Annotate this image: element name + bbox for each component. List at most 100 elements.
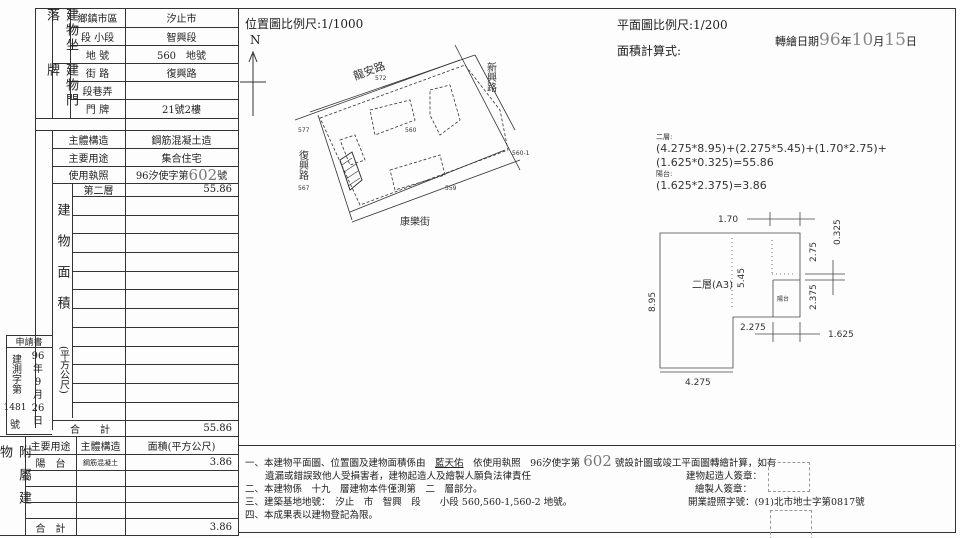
rule bbox=[238, 8, 955, 9]
element: (1.625*0.325)=55.86 bbox=[656, 156, 774, 169]
element: 日 bbox=[905, 35, 917, 48]
element: 96汐使字第 bbox=[135, 171, 189, 182]
element: 陽台: bbox=[656, 170, 673, 178]
element: 三、建築基地地號： 汐止 市 智興 段 小段 560,560-1,560-2 地… bbox=[245, 497, 573, 508]
dim-label: 0.325 bbox=[833, 219, 843, 245]
formula-label: 面積計算式: bbox=[617, 44, 682, 58]
accessory-total-label: 合 計 bbox=[35, 523, 66, 535]
rule bbox=[25, 454, 238, 455]
element bbox=[659, 232, 801, 369]
lot-value: 560 地號 bbox=[156, 50, 207, 62]
element: 602 bbox=[583, 452, 612, 470]
rule bbox=[35, 8, 238, 9]
accessory-structure: 鋼筋混凝土 bbox=[83, 458, 118, 467]
element bbox=[345, 170, 359, 180]
application-doc-suffix: 號 bbox=[10, 419, 20, 431]
north-arrow-icon bbox=[240, 50, 266, 116]
element: 96 bbox=[31, 351, 45, 362]
permit-label: 使用執照 bbox=[68, 171, 109, 182]
accessory-label: 附屬建物 bbox=[0, 445, 31, 514]
application-box bbox=[6, 335, 52, 435]
accessory-area: 3.86 bbox=[209, 457, 232, 468]
lane-value bbox=[125, 81, 238, 99]
element: 日 bbox=[33, 416, 43, 427]
rule bbox=[25, 470, 238, 471]
element: 依使用執照 96汐使字第 bbox=[473, 458, 581, 469]
rule bbox=[52, 148, 238, 149]
floor-plan-drawing: 1.70 0.325 2.75 2.375 8.95 5.45 2.275 1.… bbox=[648, 212, 854, 388]
dim-label: 8.95 bbox=[648, 292, 658, 312]
element: 15 bbox=[884, 30, 906, 50]
dim-label: 2.275 bbox=[740, 323, 766, 333]
township-value: 汐止市 bbox=[166, 14, 197, 25]
lot-label: 560-1 bbox=[512, 150, 530, 157]
area-total-label: 合 計 bbox=[70, 424, 110, 436]
lot-label: 560 bbox=[405, 127, 417, 134]
structure-label: 主體構造 bbox=[68, 135, 109, 147]
element: 96 bbox=[819, 30, 841, 50]
lot-label: 559 bbox=[445, 185, 457, 192]
rule bbox=[52, 166, 238, 167]
element bbox=[351, 159, 521, 223]
element: 9 bbox=[34, 377, 42, 388]
township-label: 鄉鎮市區 bbox=[77, 14, 118, 25]
site-plan-scale: 位置圖比例尺:1/1000 bbox=[245, 17, 364, 31]
table-row-line bbox=[72, 383, 238, 384]
rule bbox=[35, 8, 36, 428]
seal-stamp bbox=[770, 510, 812, 538]
area-formula: 二層: (4.275*8.95)+(2.275*5.45)+(1.70*2.75… bbox=[656, 133, 887, 193]
rule bbox=[6, 347, 52, 348]
element: 轉繪日期 bbox=[775, 35, 819, 48]
usage-label: 主要用途 bbox=[68, 153, 109, 165]
application-doc-label: 建測字第 bbox=[9, 354, 21, 394]
accessory-usage: 陽 台 bbox=[35, 459, 66, 470]
rule bbox=[125, 8, 126, 536]
dim-label: 2.375 bbox=[809, 284, 819, 310]
element bbox=[343, 163, 357, 173]
notes: 一、本建物平面圖、位置圖及建物面積係由 藍天佑 依使用執照 96汐使字第 602… bbox=[245, 452, 777, 522]
lot-label: 572 bbox=[375, 75, 387, 82]
accessory-header-usage: 主要用途 bbox=[30, 442, 71, 453]
seal-stamp bbox=[768, 462, 810, 492]
table-row-line bbox=[72, 346, 238, 347]
rule bbox=[25, 486, 238, 487]
element bbox=[319, 64, 509, 206]
road-label: 康樂街 bbox=[400, 215, 430, 228]
rule bbox=[70, 45, 238, 46]
element: (1.625*2.375)=3.86 bbox=[656, 179, 767, 192]
rule bbox=[25, 518, 238, 519]
rule bbox=[955, 8, 956, 533]
element bbox=[317, 114, 353, 221]
rule bbox=[52, 183, 238, 184]
structure-value: 鋼筋混凝土造 bbox=[151, 135, 212, 147]
element bbox=[294, 44, 521, 223]
table-row-line bbox=[72, 402, 238, 403]
application-label: 申請書 bbox=[15, 337, 43, 348]
element: 年 bbox=[840, 35, 852, 48]
element bbox=[248, 50, 258, 63]
element: 號 bbox=[217, 171, 228, 182]
site-plan-map: 龍安路 新興路 復興路 康樂街 560 572 577 567 559 560-… bbox=[294, 44, 530, 228]
rule bbox=[25, 502, 238, 503]
number-label: 門 牌 bbox=[85, 105, 110, 116]
accessory-total-value: 3.86 bbox=[209, 521, 232, 533]
accessory-header-structure: 主體構造 bbox=[80, 442, 121, 453]
element: 號設計圖或竣工平面圖轉繪計算，如有 bbox=[614, 458, 777, 469]
element: 一、本建物平面圖、位置圖及建物面積係由 bbox=[245, 458, 426, 469]
area-total-value: 55.86 bbox=[203, 422, 232, 434]
element bbox=[659, 212, 845, 373]
road-label: 復興路 bbox=[297, 149, 309, 181]
element: 四、本成果表以建物登記為限。 bbox=[245, 510, 379, 521]
element bbox=[731, 238, 795, 310]
building-area-label: 建物面積 bbox=[54, 203, 70, 327]
number-value: 21號2樓 bbox=[161, 105, 202, 116]
element: 二層: bbox=[656, 133, 673, 141]
element bbox=[347, 177, 361, 187]
drawing-date: 轉繪日期96年10月15日 bbox=[775, 30, 917, 50]
element: 26 bbox=[31, 403, 45, 414]
rule bbox=[0, 535, 238, 536]
element bbox=[341, 157, 361, 187]
lot-label: 577 bbox=[298, 127, 310, 134]
lot-label: 地 號 bbox=[85, 50, 110, 62]
